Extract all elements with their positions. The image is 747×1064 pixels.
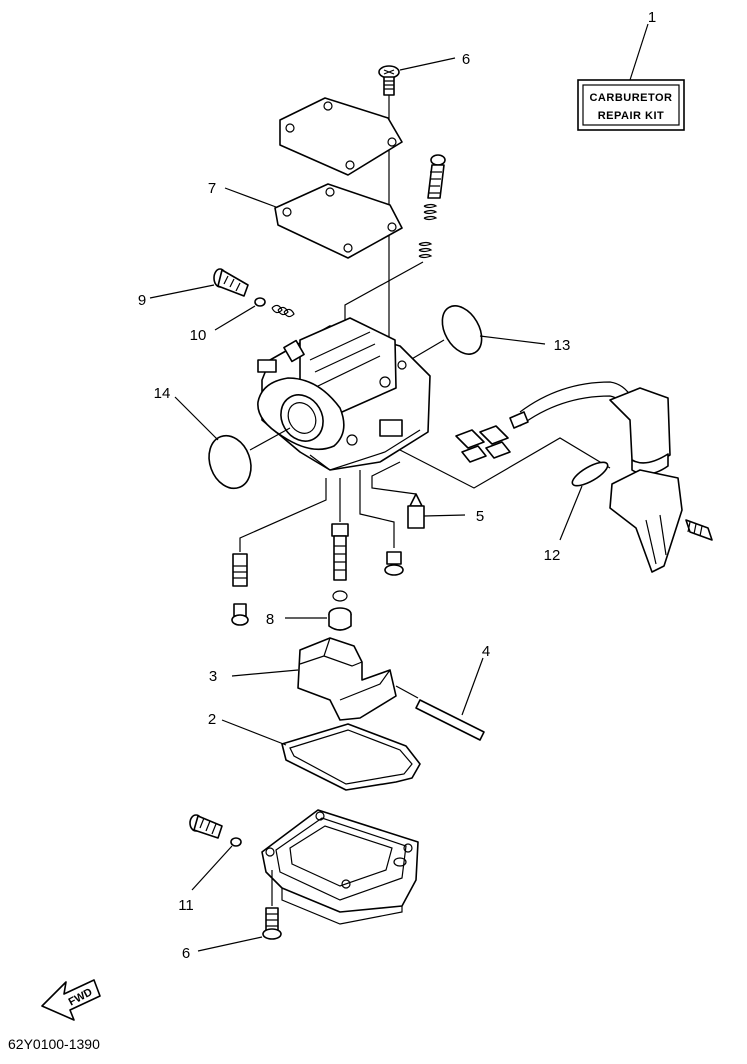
main-jet-and-nozzle <box>231 470 404 626</box>
needle-valve <box>371 461 466 529</box>
throttle-stop-screw <box>149 268 295 331</box>
float-pin <box>415 657 485 741</box>
carburetor-body <box>257 317 431 471</box>
callout-2: 2 <box>208 711 216 728</box>
callout-5: 5 <box>476 508 484 525</box>
bottom-chamber-screw <box>197 870 282 952</box>
callout-6-bottom: 6 <box>182 945 190 962</box>
callout-9: 9 <box>138 292 146 309</box>
callout-1: 1 <box>648 9 656 26</box>
float-chamber-gasket <box>221 719 421 791</box>
jet-plug-8 <box>285 607 352 631</box>
callout-6-top: 6 <box>462 51 470 68</box>
oval-gasket-12 <box>559 461 609 541</box>
callout-4: 4 <box>482 643 490 660</box>
float <box>231 637 419 721</box>
callout-3: 3 <box>209 668 217 685</box>
o-ring-14 <box>174 396 291 490</box>
callout-8: 8 <box>266 611 274 628</box>
cover-gasket <box>224 183 403 259</box>
callout-11: 11 <box>178 897 194 914</box>
forward-direction-arrow: FWD <box>41 979 101 1021</box>
float-chamber <box>261 809 419 925</box>
callout-10: 10 <box>190 327 207 344</box>
callout-13: 13 <box>554 337 571 354</box>
drain-screw <box>189 814 242 891</box>
fuel-connector-assembly <box>399 381 713 573</box>
callout-14: 14 <box>154 385 171 402</box>
top-cover-plate <box>279 97 403 176</box>
carburetor-repair-kit-box: CARBURETOR REPAIR KIT <box>577 23 685 131</box>
o-ring-13 <box>409 305 546 361</box>
kit-label-line2: REPAIR KIT <box>598 110 665 122</box>
reference-code: 62Y0100-1390 <box>8 1036 100 1052</box>
callout-12: 12 <box>544 547 561 564</box>
pilot-screw-and-springs <box>344 154 446 322</box>
callout-7: 7 <box>208 180 216 197</box>
kit-label-line1: CARBURETOR <box>589 92 672 104</box>
